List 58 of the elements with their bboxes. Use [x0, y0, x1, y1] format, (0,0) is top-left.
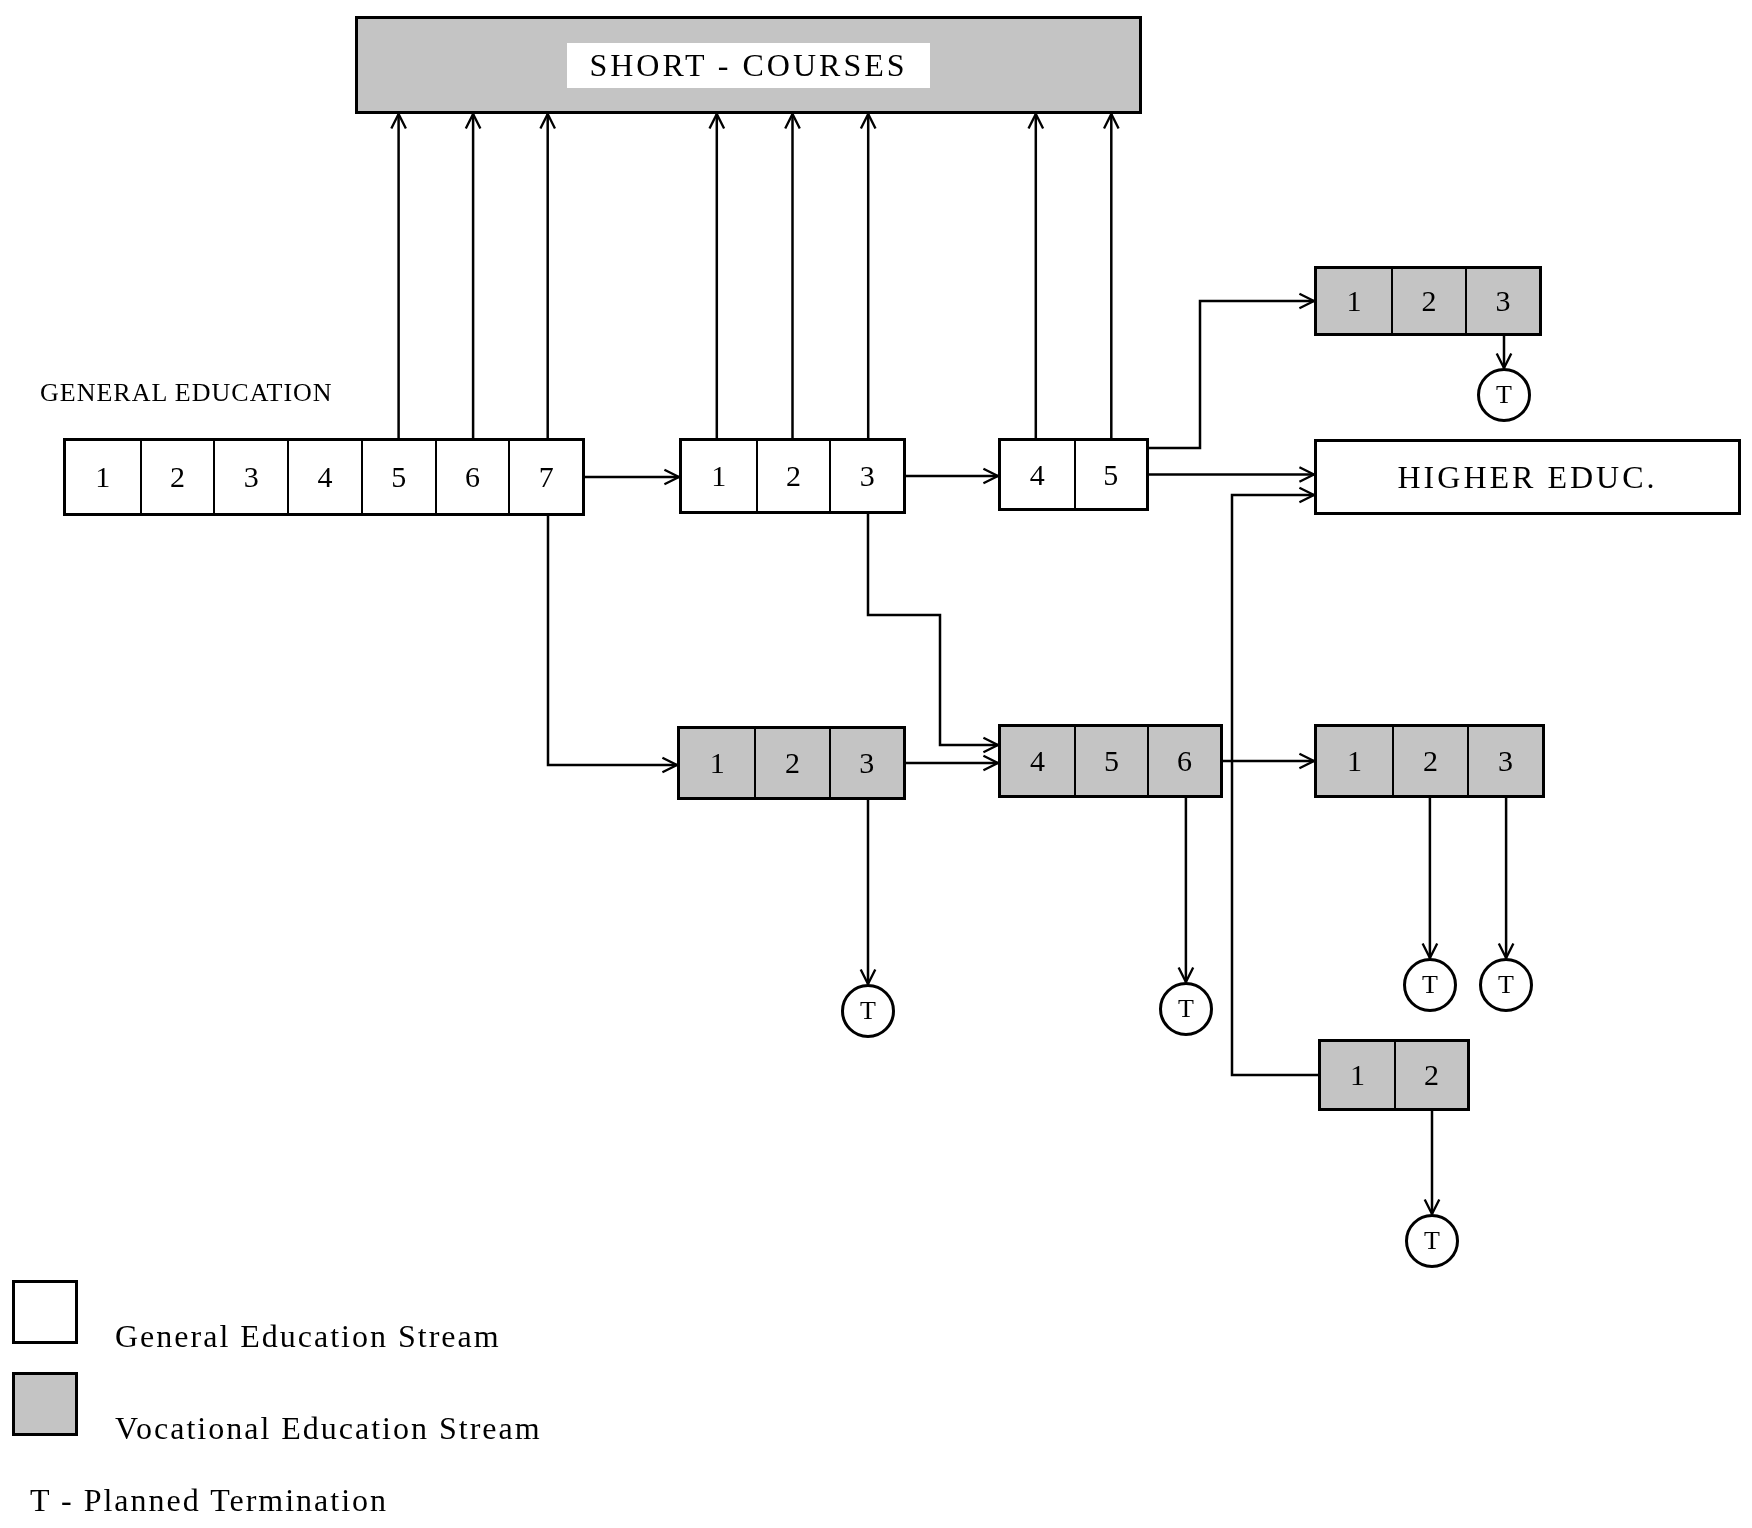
arrow	[784, 112, 801, 438]
arrow	[906, 754, 1000, 772]
termination-circle: T	[1405, 1214, 1459, 1268]
year-strip	[998, 724, 1223, 798]
arrow	[1149, 466, 1316, 483]
legend-text: T - Planned Termination	[30, 1482, 389, 1519]
year-strip	[1314, 724, 1545, 798]
termination-circle: T	[1159, 982, 1213, 1036]
arrow	[1177, 798, 1195, 984]
termination-circle: T	[1479, 958, 1533, 1012]
legend-text: General Education Stream	[115, 1318, 501, 1355]
year-cell: 5	[1074, 727, 1147, 795]
arrow	[906, 467, 1000, 485]
course-box	[355, 16, 1142, 114]
year-cell: 1	[1317, 727, 1392, 795]
arrow	[539, 112, 557, 438]
arrow	[1223, 752, 1316, 770]
year-strip	[63, 438, 585, 516]
arrow	[1497, 798, 1515, 960]
year-strip	[998, 438, 1149, 511]
year-cell: 1	[1321, 1042, 1394, 1108]
arrow	[1230, 486, 1318, 1077]
arrow	[1149, 292, 1316, 450]
arrow	[859, 112, 877, 438]
stream-label: GENERAL EDUCATION	[40, 378, 333, 408]
arrow	[464, 112, 482, 438]
year-strip	[1318, 1039, 1470, 1111]
arrow	[1423, 1111, 1441, 1216]
arrow	[546, 516, 679, 774]
year-cell: 6	[1147, 727, 1220, 795]
year-cell: 4	[1001, 727, 1074, 795]
year-cell: 2	[1391, 269, 1465, 333]
destination-box: HIGHER EDUC.	[1314, 439, 1741, 515]
year-cell: 3	[1465, 269, 1539, 333]
arrow	[866, 514, 1000, 754]
arrow	[1495, 336, 1513, 370]
arrow	[859, 800, 877, 986]
year-strip	[679, 438, 906, 514]
year-cell: 2	[1394, 1042, 1467, 1108]
year-cell: 1	[1317, 269, 1391, 333]
year-cell: 3	[1467, 727, 1542, 795]
year-cell: 2	[754, 729, 829, 797]
box-label: SHORT - COURSES	[567, 42, 930, 88]
arrow	[708, 112, 726, 438]
arrow	[1102, 112, 1120, 438]
arrow	[1421, 798, 1439, 960]
arrow	[390, 112, 408, 438]
termination-circle: T	[1477, 368, 1531, 422]
year-cell: 2	[1392, 727, 1467, 795]
arrow	[585, 468, 681, 486]
arrow	[1027, 112, 1045, 438]
termination-circle: T	[1403, 958, 1457, 1012]
year-cell: 3	[828, 729, 903, 797]
year-strip	[1314, 266, 1542, 336]
termination-circle: T	[841, 984, 895, 1038]
year-cell: 1	[680, 729, 755, 797]
year-strip	[677, 726, 906, 800]
legend-text: Vocational Education Stream	[115, 1410, 542, 1447]
